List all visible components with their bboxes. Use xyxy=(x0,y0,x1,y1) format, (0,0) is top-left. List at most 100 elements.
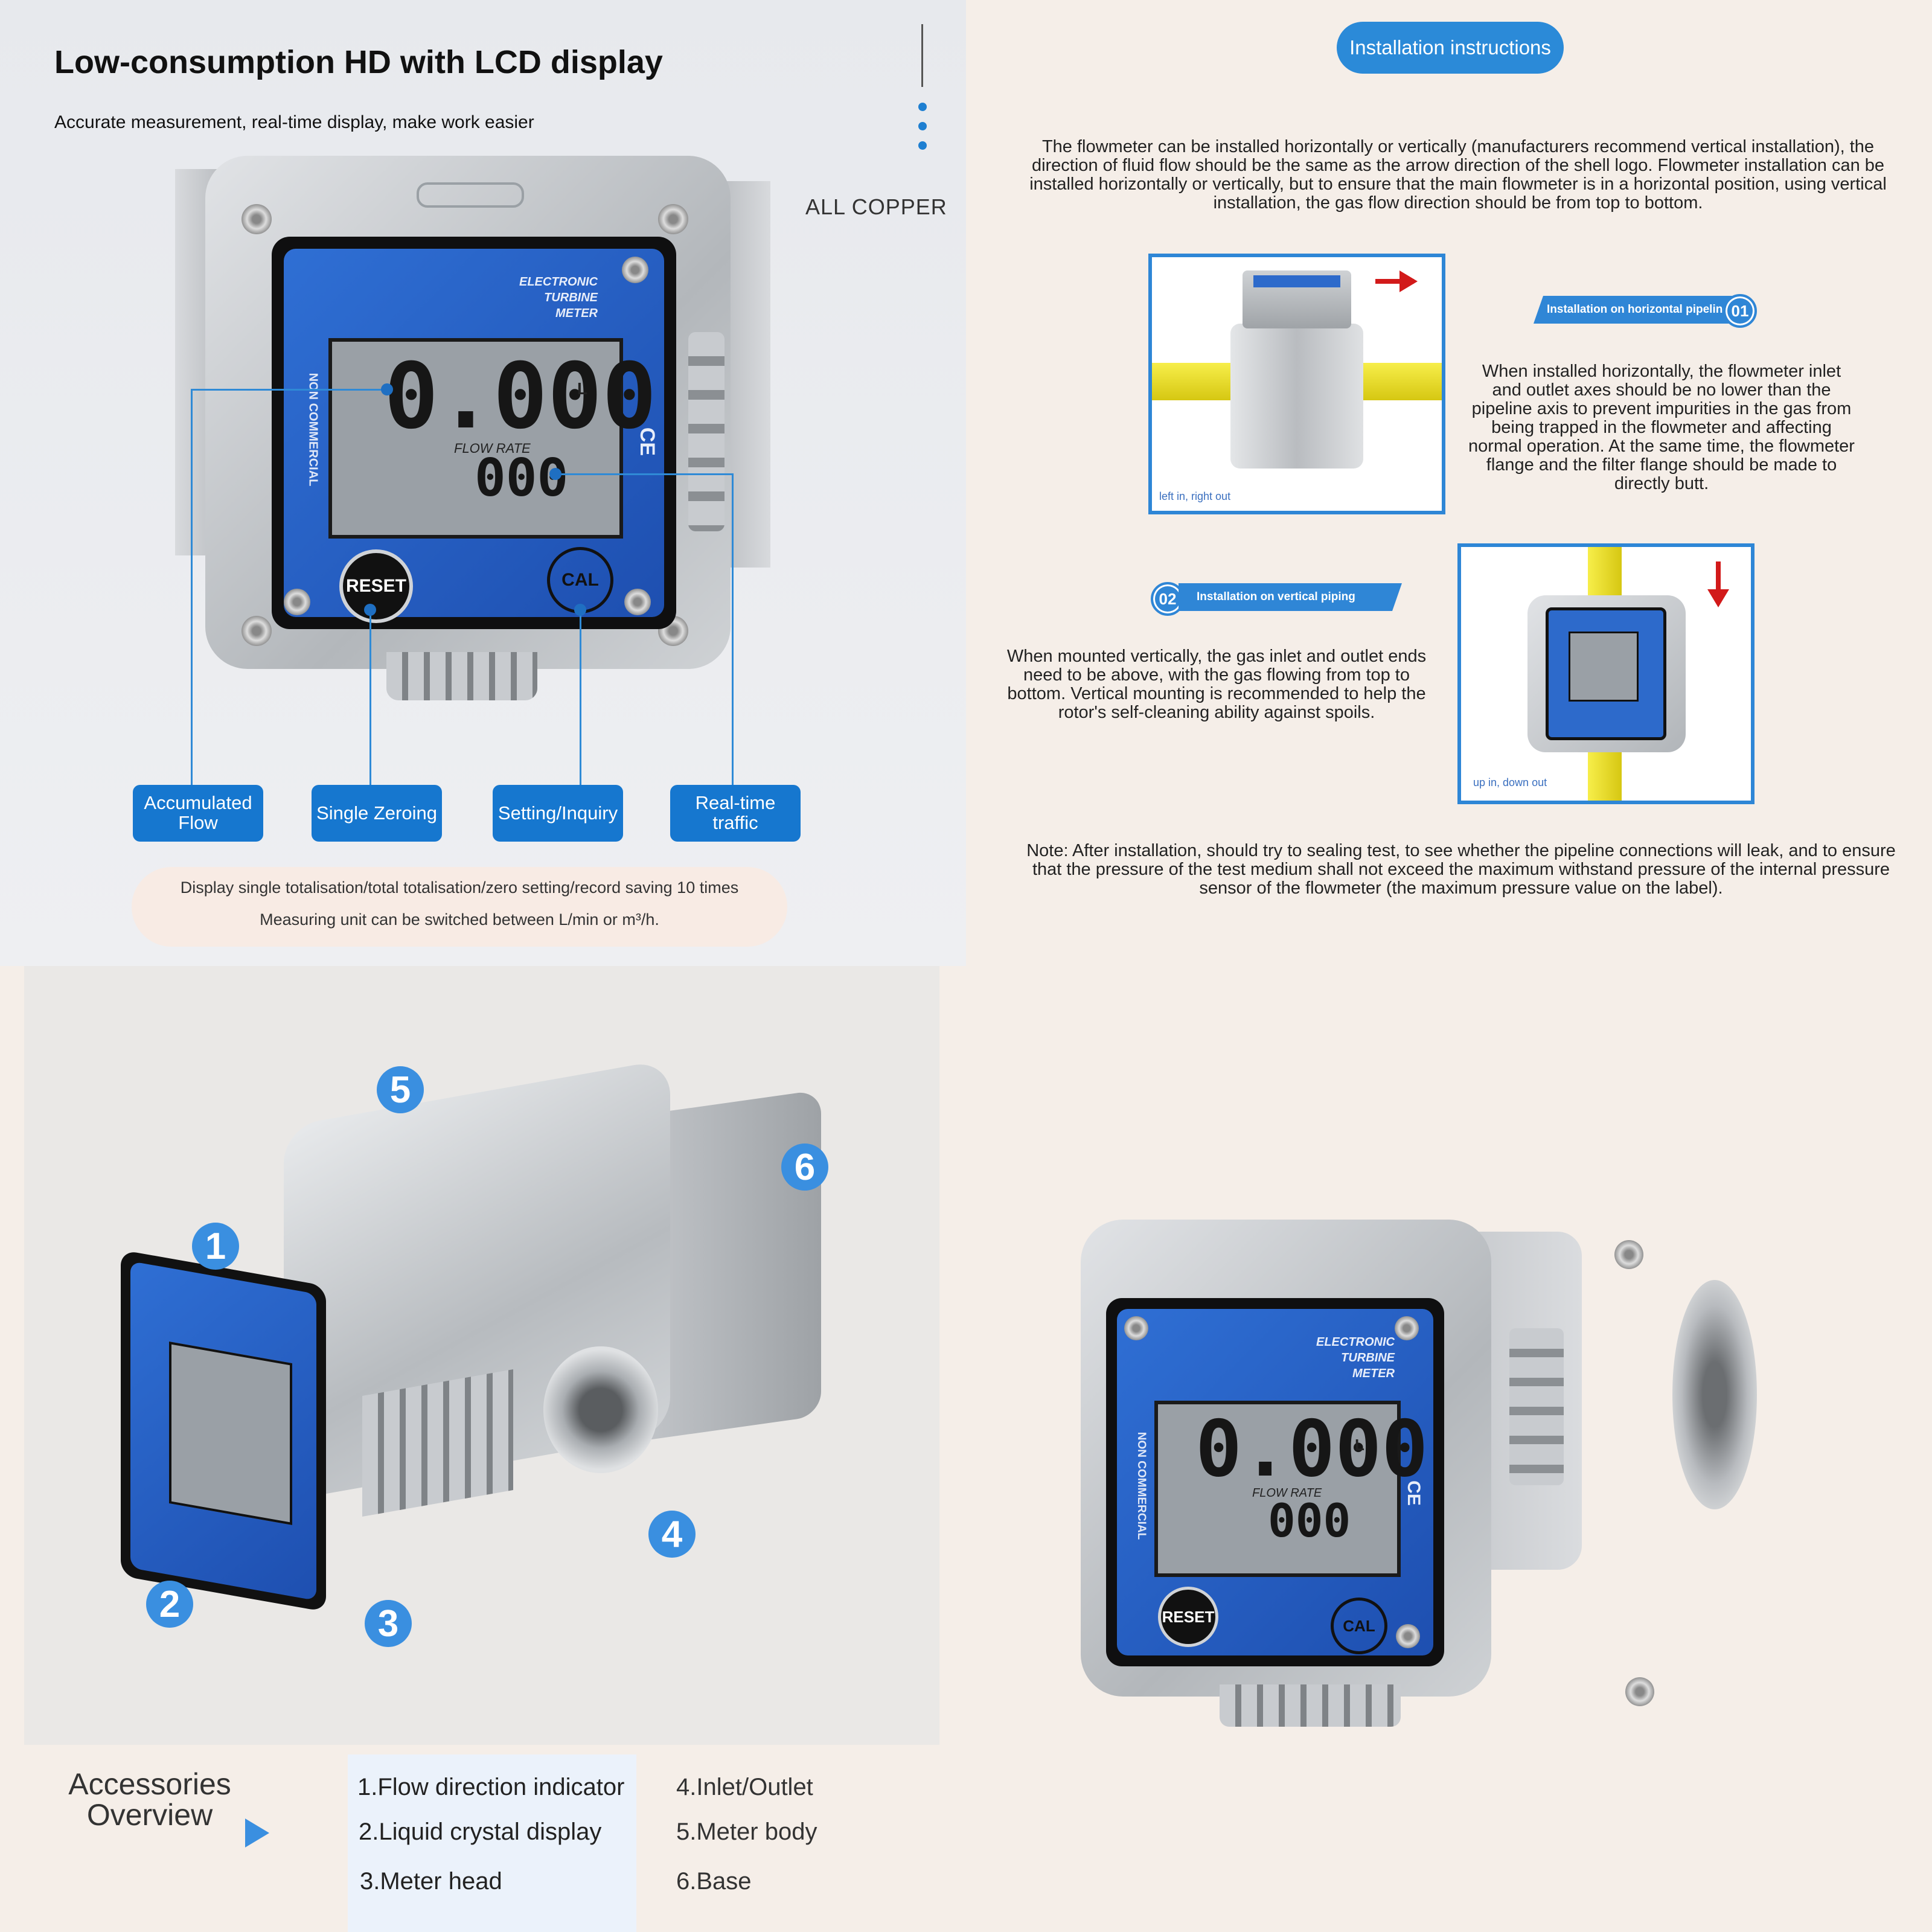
single-zeroing-label: Single Zeroing xyxy=(312,785,442,842)
screw-icon xyxy=(242,616,272,646)
vertical-install-image: up in, down out xyxy=(1457,543,1754,804)
screw-icon xyxy=(1614,1240,1643,1269)
decor-dot xyxy=(918,122,927,130)
inlet-outlet-port xyxy=(543,1346,658,1473)
decor-dot xyxy=(918,103,927,111)
material-label: ALL COPPER xyxy=(805,194,947,219)
red-arrow-down-icon xyxy=(1716,561,1721,595)
feature-note-pill xyxy=(132,867,787,947)
brand-line: ELECTRONIC xyxy=(1316,1335,1395,1349)
badge-5: 5 xyxy=(377,1066,424,1113)
accessory-item: 3.Meter head xyxy=(360,1868,502,1895)
horizontal-install-image: left in, right out xyxy=(1148,254,1445,514)
brand-line: TURBINE xyxy=(544,291,598,304)
screw-icon xyxy=(622,257,648,283)
installation-heading: Installation instructions xyxy=(1337,22,1564,74)
leader-line xyxy=(732,473,734,787)
flow-rate-label: FLOW RATE xyxy=(1252,1486,1322,1500)
brand-line: METER xyxy=(1352,1367,1395,1380)
brand-text: ELECTRONIC TURBINE METER xyxy=(513,274,598,321)
lcd-screen-3d xyxy=(169,1342,292,1525)
inlet-outlet-port xyxy=(1672,1280,1757,1509)
badge-3: 3 xyxy=(365,1600,412,1647)
badge-1: 1 xyxy=(192,1223,239,1270)
screw-icon xyxy=(1396,1624,1420,1648)
step-number-01: 01 xyxy=(1723,294,1757,328)
lcd-screen xyxy=(1154,1401,1401,1577)
badge-6: 6 xyxy=(781,1144,828,1191)
accessories-title: Accessories Overview xyxy=(68,1767,231,1832)
installation-intro: The flowmeter can be installed horizonta… xyxy=(1029,137,1887,213)
accessory-item: 2.Liquid crystal display xyxy=(359,1818,602,1845)
cal-button[interactable]: CAL xyxy=(1331,1598,1387,1654)
screw-icon xyxy=(284,589,310,615)
ce-mark: CE xyxy=(1403,1480,1424,1506)
lcd-screen xyxy=(328,338,623,539)
accessory-item: 4.Inlet/Outlet xyxy=(676,1774,813,1800)
leader-line xyxy=(191,389,193,787)
vertical-caption: up in, down out xyxy=(1473,776,1547,788)
flow-rate-label: FLOW RATE xyxy=(454,441,531,456)
pointer-dot xyxy=(574,604,586,616)
screw-icon xyxy=(242,204,272,234)
screw-icon xyxy=(624,589,651,615)
red-arrow-right-icon xyxy=(1375,279,1414,284)
feature-note-line: Display single totalisation/total totali… xyxy=(180,878,739,897)
lcd-small xyxy=(1569,632,1639,702)
accessory-item: 5.Meter body xyxy=(676,1818,817,1845)
installation-note: Note: After installation, should try to … xyxy=(1026,841,1896,898)
accessories-panel: 1 2 3 4 5 6 Accessories Overview 1.Flow … xyxy=(0,966,966,1932)
triangle-right-icon xyxy=(245,1818,269,1847)
horizontal-text: When installed horizontally, the flowmet… xyxy=(1468,362,1855,494)
panel-subtitle: Accurate measurement, real-time display,… xyxy=(54,112,534,132)
screw-icon xyxy=(1395,1316,1419,1340)
screw-icon xyxy=(1124,1316,1148,1340)
feature-note-line: Measuring unit can be switched between L… xyxy=(260,910,659,929)
side-fins xyxy=(688,332,724,531)
non-commercial-text: NON COMMERCIAL xyxy=(1135,1431,1148,1540)
unit-label: L xyxy=(577,379,588,398)
accumulated-flow-label: Accumulated Flow xyxy=(133,785,263,842)
leader-line xyxy=(191,389,388,391)
brand-line: METER xyxy=(555,307,598,320)
reset-button[interactable]: RESET xyxy=(1158,1587,1218,1647)
vertical-tag: Installation on vertical piping xyxy=(1179,583,1402,611)
non-commercial-text: NON COMMERCIAL xyxy=(306,373,320,487)
ce-mark: CE xyxy=(636,427,659,456)
unit-label: L xyxy=(1355,1436,1364,1454)
accessory-item: 1.Flow direction indicator xyxy=(357,1774,625,1800)
meter-side-view xyxy=(1230,324,1363,469)
product-photo-panel: ELECTRONIC TURBINE METER NON COMMERCIAL … xyxy=(966,966,1932,1932)
accessories-list-highlight xyxy=(348,1754,636,1932)
horizontal-tag: Installation on horizontal pipeline xyxy=(1534,296,1747,324)
side-fins xyxy=(1509,1328,1564,1485)
badge-2: 2 xyxy=(146,1581,193,1628)
flow-reading: 000 xyxy=(1268,1494,1351,1547)
panel-title: Low-consumption HD with LCD display xyxy=(54,44,663,80)
brand-line: TURBINE xyxy=(1341,1351,1395,1364)
cooling-fins xyxy=(1220,1684,1401,1727)
meter-face-strip xyxy=(1253,275,1340,287)
pointer-dot xyxy=(381,383,393,395)
red-arrowhead-icon xyxy=(1707,589,1729,607)
realtime-traffic-label: Real-time traffic xyxy=(670,785,801,842)
brand-text: ELECTRONIC TURBINE METER xyxy=(1304,1334,1395,1381)
reset-button[interactable]: RESET xyxy=(339,549,413,623)
screw-icon xyxy=(658,204,688,234)
pointer-dot xyxy=(364,604,376,616)
total-reading: 0.000 xyxy=(384,344,657,449)
lcd-feature-panel: Low-consumption HD with LCD display Accu… xyxy=(0,0,966,966)
installation-panel: Installation instructions The flowmeter … xyxy=(966,0,1932,966)
red-arrowhead-icon xyxy=(1399,270,1418,292)
flow-direction-arrow-icon xyxy=(417,182,524,208)
screw-icon xyxy=(1625,1677,1654,1706)
pointer-dot xyxy=(549,468,561,480)
accessory-item: 6.Base xyxy=(676,1868,752,1895)
badge-4: 4 xyxy=(648,1511,696,1558)
vertical-text: When mounted vertically, the gas inlet a… xyxy=(1006,647,1427,723)
leader-line xyxy=(369,610,371,787)
leader-line xyxy=(580,610,581,787)
brand-line: ELECTRONIC xyxy=(519,275,598,289)
cooling-fins xyxy=(386,652,537,700)
decor-dot xyxy=(918,141,927,150)
